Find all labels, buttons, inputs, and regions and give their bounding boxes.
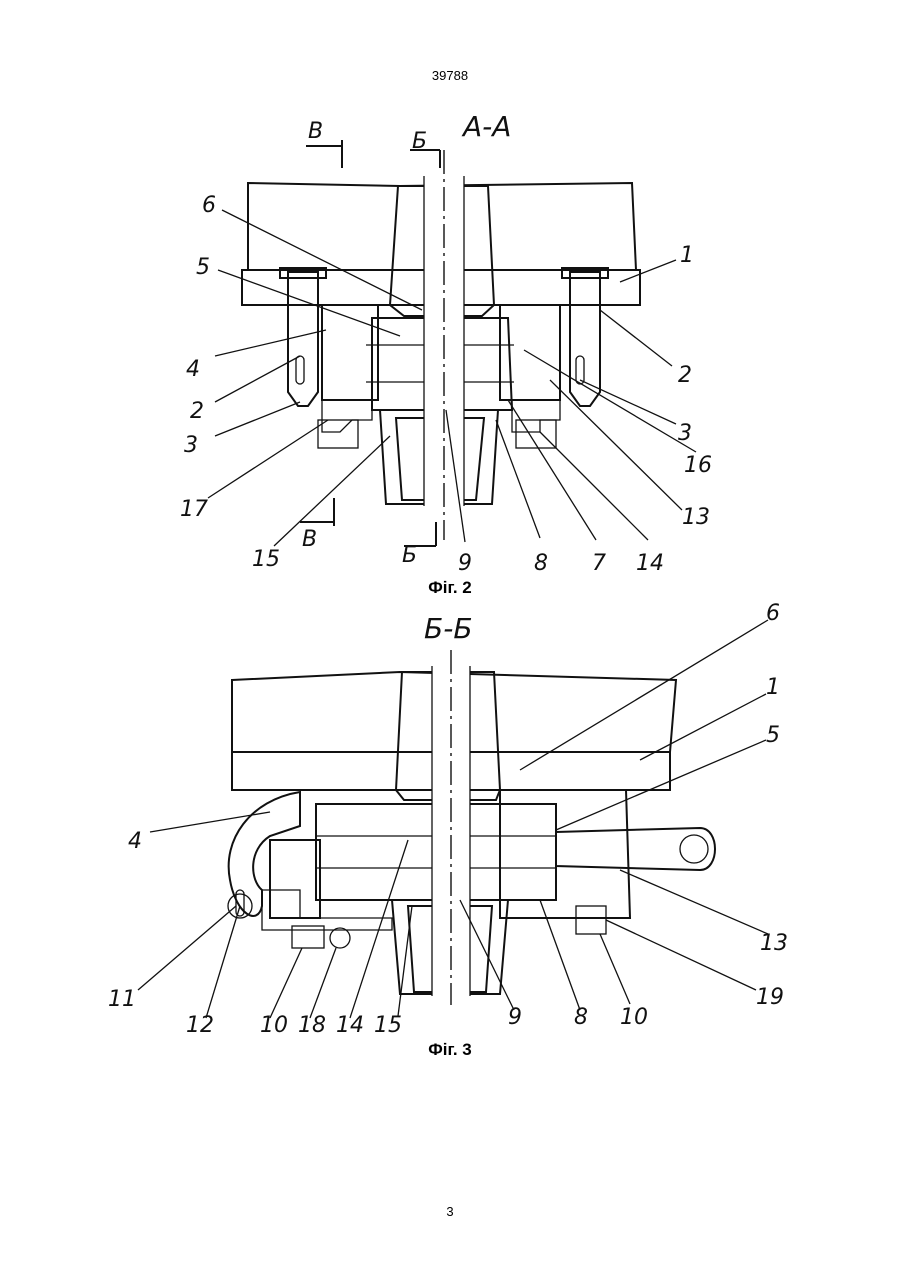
page-number: 3	[0, 1204, 900, 1219]
fig3-roller	[330, 928, 350, 948]
fig2-label: 6	[202, 193, 216, 218]
fig2-cut-b-bottom	[300, 498, 334, 526]
fig3-left-screw	[292, 926, 324, 948]
fig3-right-screw	[576, 906, 606, 934]
fig3-label: 10	[620, 1005, 648, 1030]
fig2-cut-b-top	[306, 140, 342, 168]
fig2-label: 5	[196, 255, 210, 280]
fig2-label: 9	[458, 551, 472, 576]
fig2-label: 14	[636, 551, 664, 576]
fig2-right-pin-slot	[576, 356, 584, 384]
fig2-left-pin	[288, 272, 318, 406]
fig2-left-screw	[318, 420, 358, 448]
fig3-lower-bracket	[262, 890, 392, 930]
fig2-cut-mark-b-bottom-2: Б	[402, 543, 417, 568]
fig2-label: 4	[186, 357, 200, 382]
fig3-label: 19	[756, 985, 784, 1010]
fig2-label: 2	[678, 363, 692, 388]
fig2-label: 13	[682, 505, 710, 530]
fig2-label: 3	[678, 421, 692, 446]
fig2-label: 16	[684, 453, 712, 478]
fig3-label: 5	[766, 723, 780, 748]
fig2-label: 8	[534, 551, 548, 576]
fig3-label: 8	[574, 1005, 588, 1030]
figure-3-drawing: Б-Б 6 1 5 4 13 19 10 8 9 15 14 18 10 12 …	[108, 601, 788, 1038]
fig2-left-pin-slot	[296, 356, 304, 384]
fig2-cut-mark-b-top-2: Б	[412, 129, 427, 154]
fig3-left-body	[270, 840, 320, 918]
fig2-right-bracket	[512, 400, 560, 432]
fig2-cut-mark-b-bottom: В	[302, 527, 317, 552]
fig3-section-label: Б-Б	[424, 612, 473, 645]
fig2-label: 15	[252, 547, 280, 572]
fig3-right-body	[500, 790, 630, 918]
fig3-label: 6	[766, 601, 780, 626]
fig3-label: 15	[374, 1013, 402, 1038]
fig2-label: 3	[184, 433, 198, 458]
fig3-label: 1	[766, 675, 780, 700]
fig3-hook	[229, 792, 300, 916]
fig2-label: 2	[190, 399, 204, 424]
fig2-label: 7	[592, 551, 606, 576]
fig3-lever	[556, 828, 715, 870]
fig3-label: 14	[336, 1013, 364, 1038]
fig3-label: 4	[128, 829, 142, 854]
fig2-left-bracket	[322, 400, 372, 432]
figure-3-caption: Фіг. 3	[0, 1040, 900, 1060]
fig2-section-label: А-А	[461, 110, 511, 143]
fig3-label: 12	[186, 1013, 214, 1038]
figure-2-drawing: А-А В Б В Б 6 5 4 2 3 17 15 9 8 7 14 13 …	[180, 110, 712, 576]
fig3-label: 9	[508, 1005, 522, 1030]
fig2-label: 17	[180, 497, 208, 522]
fig3-label: 10	[260, 1013, 288, 1038]
figure-2-caption: Фіг. 2	[0, 578, 900, 598]
fig3-lever-eye	[680, 835, 708, 863]
fig2-left-holder	[322, 305, 378, 400]
fig3-label: 11	[108, 987, 136, 1012]
fig3-label: 18	[298, 1013, 326, 1038]
fig2-label: 1	[680, 243, 694, 268]
fig3-label: 13	[760, 931, 788, 956]
fig2-cut-mark-b-top: В	[308, 119, 323, 144]
